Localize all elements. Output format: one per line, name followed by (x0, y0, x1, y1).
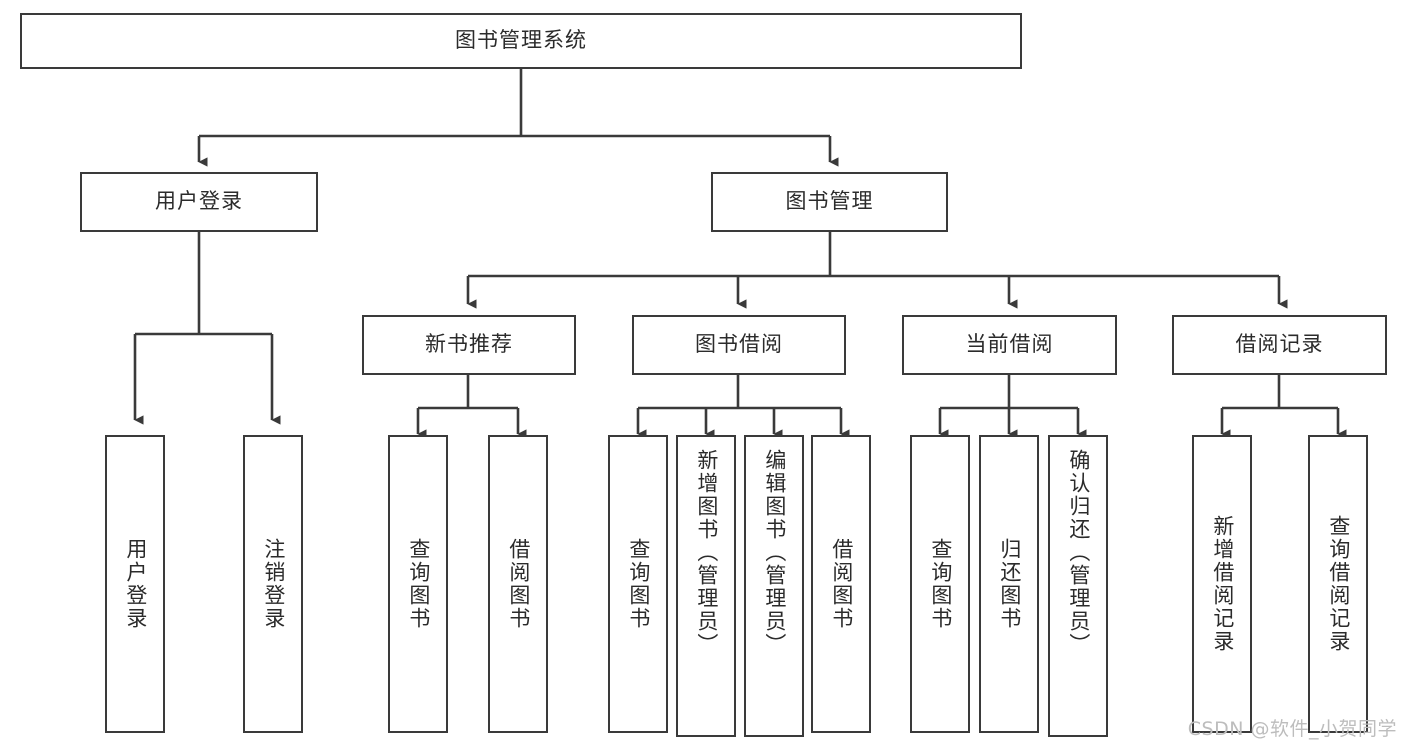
leaf-label: 确认归还（管理员） (1066, 449, 1091, 656)
leaf-return-book[interactable]: 归还图书 (979, 435, 1039, 733)
leaf-label: 借阅图书 (506, 538, 531, 630)
node-book-management-system[interactable]: 图书管理系统 (20, 13, 1022, 69)
leaf-label: 查询借阅记录 (1326, 515, 1351, 653)
leaf-query-book-recommend[interactable]: 查询图书 (388, 435, 448, 733)
leaf-query-book-borrow[interactable]: 查询图书 (608, 435, 668, 733)
node-label: 图书管理 (785, 189, 874, 214)
leaf-query-book-current[interactable]: 查询图书 (910, 435, 970, 733)
leaf-label: 注销登录 (261, 538, 286, 630)
node-borrow-record[interactable]: 借阅记录 (1172, 315, 1387, 375)
leaf-logout-login[interactable]: 注销登录 (243, 435, 303, 733)
node-user-login[interactable]: 用户登录 (80, 172, 318, 232)
leaf-add-borrow-record[interactable]: 新增借阅记录 (1192, 435, 1252, 733)
leaf-label: 编辑图书（管理员） (762, 449, 787, 656)
node-book-management[interactable]: 图书管理 (711, 172, 948, 232)
node-label: 用户登录 (155, 189, 243, 214)
node-current-borrow[interactable]: 当前借阅 (902, 315, 1117, 375)
leaf-label: 新增借阅记录 (1210, 515, 1235, 653)
node-label: 新书推荐 (425, 332, 513, 357)
leaf-label: 归还图书 (997, 538, 1022, 630)
leaf-borrow-book-recommend[interactable]: 借阅图书 (488, 435, 548, 733)
leaf-confirm-return-admin[interactable]: 确认归还（管理员） (1048, 435, 1108, 737)
node-label: 图书管理系统 (455, 28, 587, 53)
leaf-add-book-admin[interactable]: 新增图书（管理员） (676, 435, 736, 737)
leaf-query-borrow-record[interactable]: 查询借阅记录 (1308, 435, 1368, 733)
leaf-label: 查询图书 (928, 538, 953, 630)
leaf-label: 新增图书（管理员） (694, 449, 719, 656)
watermark-text: CSDN @软件_小贺同学 (1187, 718, 1397, 740)
leaf-label: 查询图书 (626, 538, 651, 630)
leaf-user-login[interactable]: 用户登录 (105, 435, 165, 733)
node-label: 当前借阅 (965, 332, 1054, 357)
node-label: 图书借阅 (695, 332, 783, 357)
node-book-borrow[interactable]: 图书借阅 (632, 315, 846, 375)
leaf-label: 借阅图书 (829, 538, 854, 630)
leaf-label: 用户登录 (123, 538, 148, 630)
leaf-borrow-book-borrow[interactable]: 借阅图书 (811, 435, 871, 733)
node-label: 借阅记录 (1235, 332, 1324, 357)
node-new-book-recommend[interactable]: 新书推荐 (362, 315, 576, 375)
leaf-edit-book-admin[interactable]: 编辑图书（管理员） (744, 435, 804, 737)
leaf-label: 查询图书 (406, 538, 431, 630)
